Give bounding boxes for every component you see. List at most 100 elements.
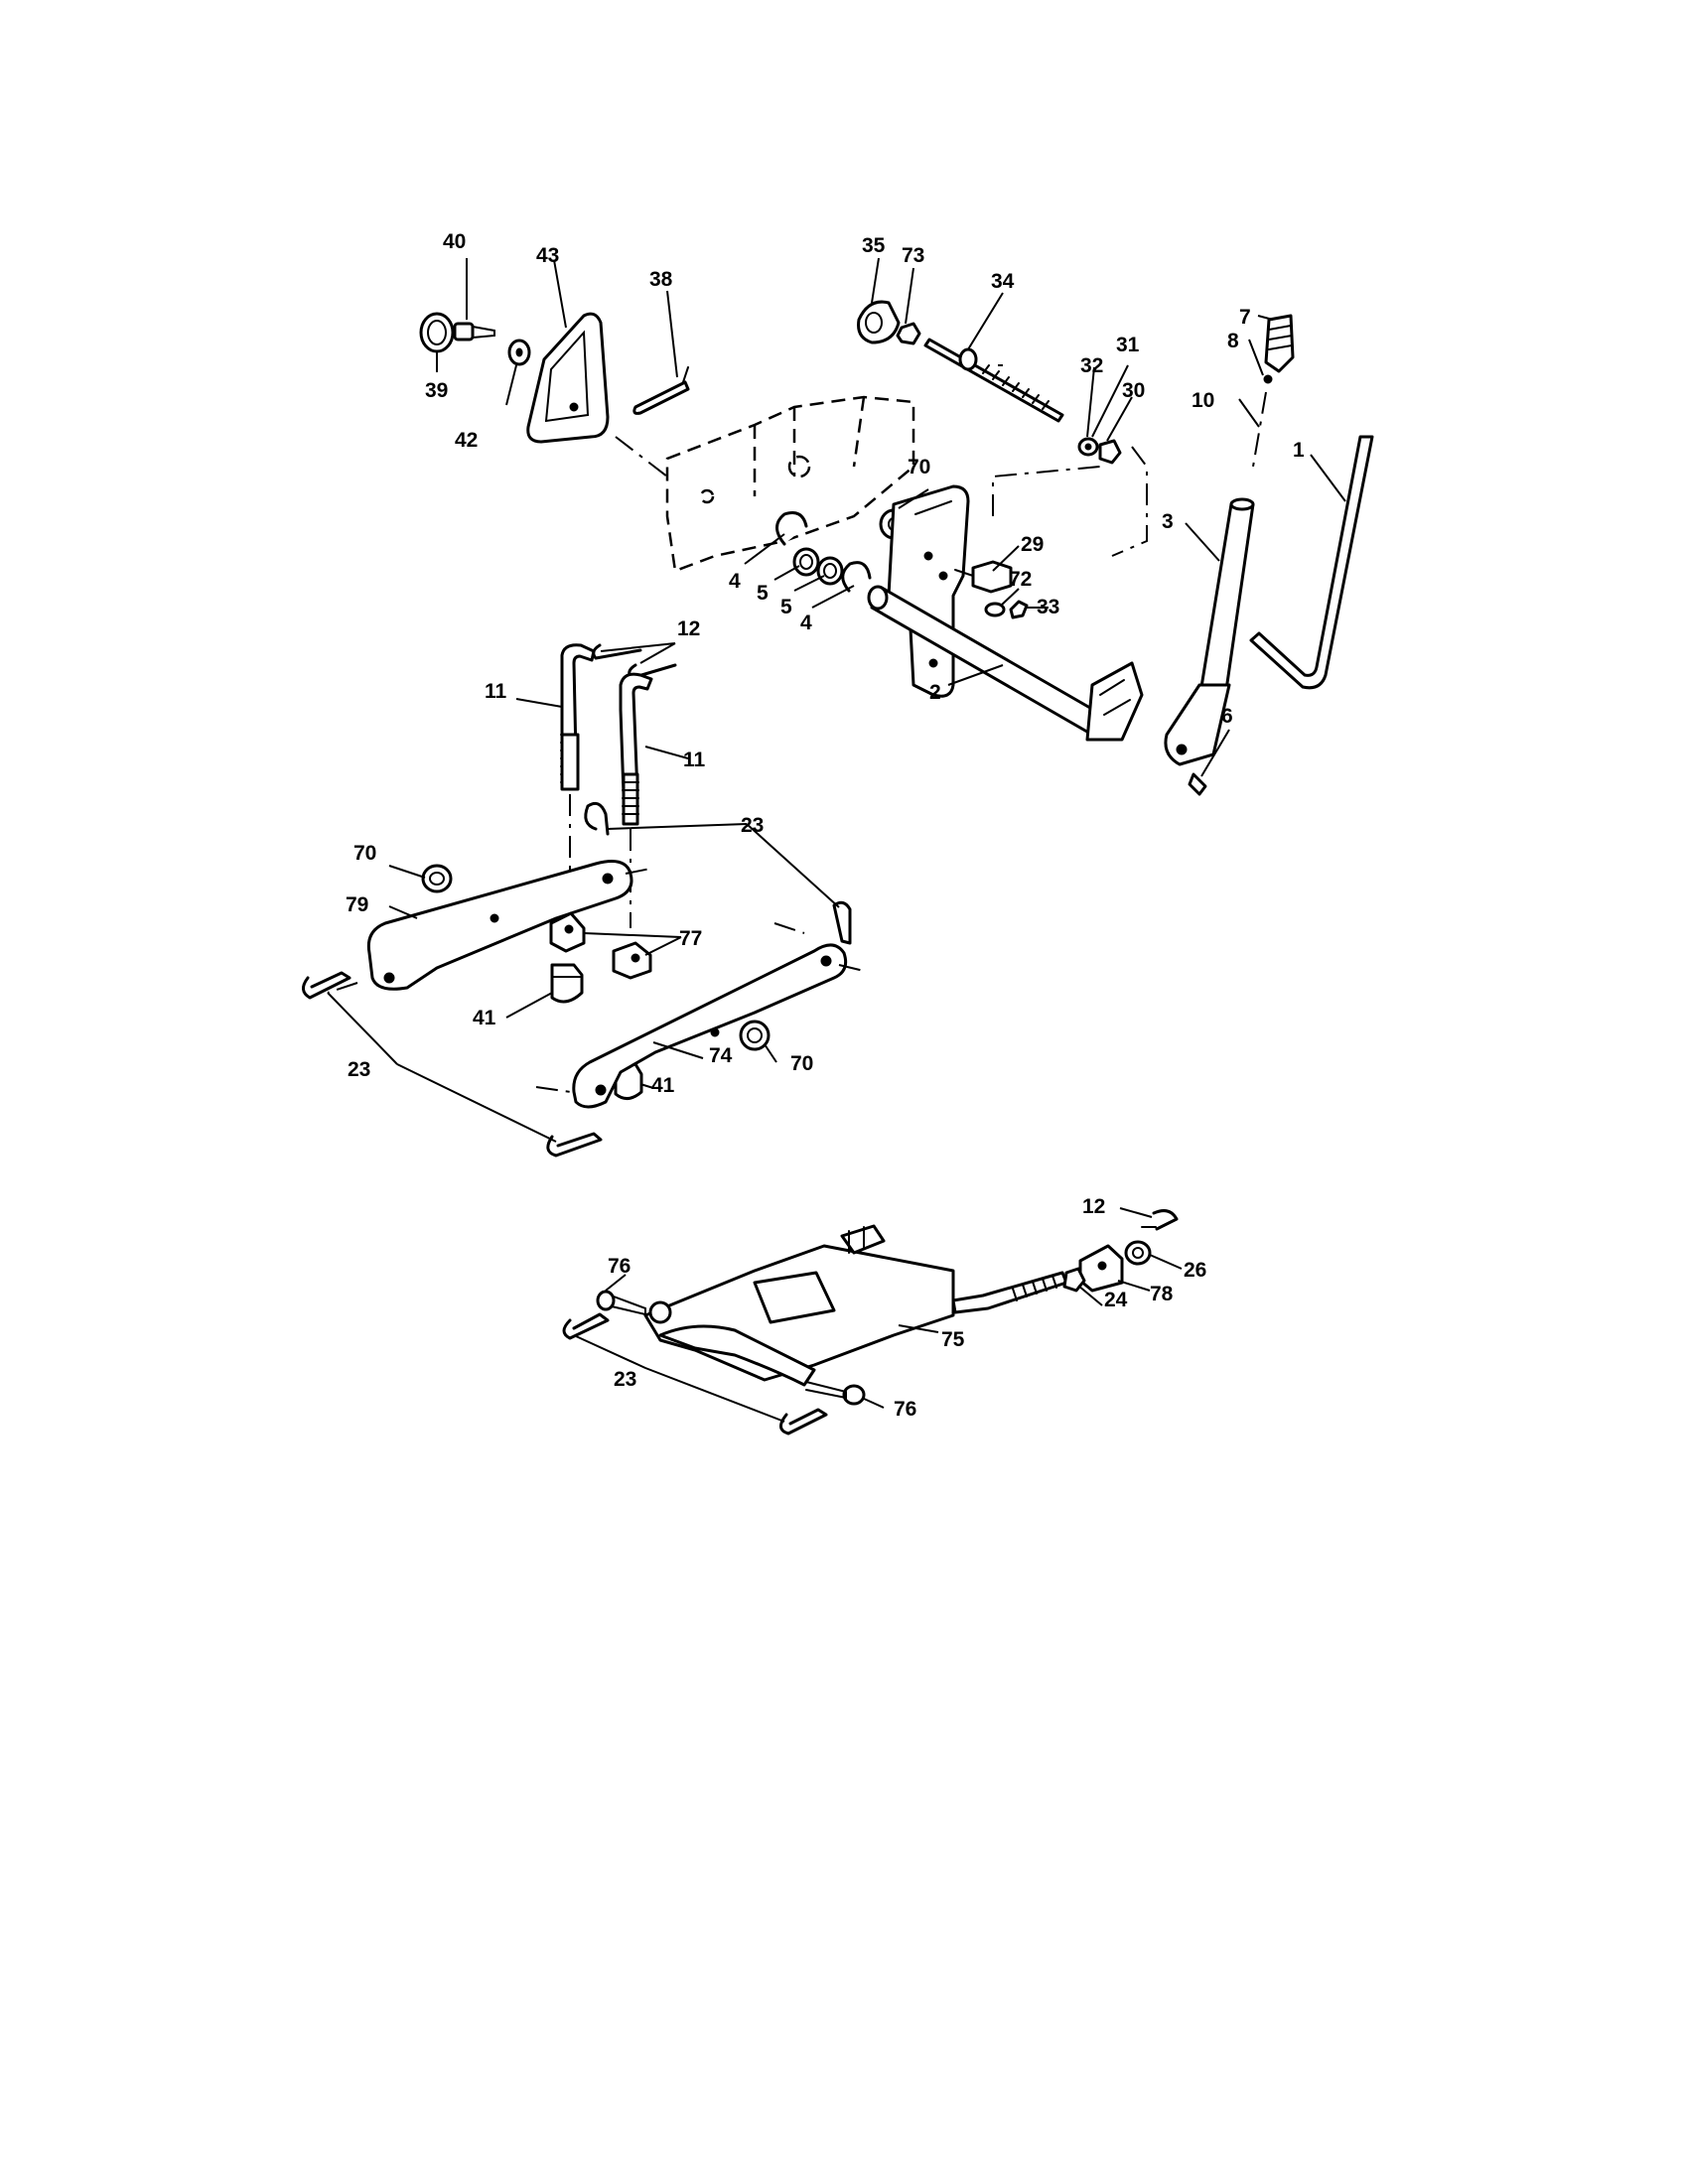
bracket-bushing — [648, 1300, 672, 1324]
callout-38: 38 — [649, 268, 673, 291]
callout-31: 31 — [1116, 334, 1140, 356]
screw-8 — [1263, 374, 1273, 384]
j-bolt-11b — [619, 672, 653, 826]
callout-77: 77 — [679, 927, 702, 950]
callout-41-left: 41 — [473, 1007, 496, 1029]
callout-72: 72 — [1009, 568, 1032, 591]
hair-pin-12b — [1141, 1209, 1179, 1231]
leader-lines — [327, 257, 1346, 1423]
knob-cap-39 — [419, 312, 455, 353]
callout-76-top: 76 — [608, 1255, 631, 1278]
front-bracket-75 — [643, 1244, 955, 1387]
washer-42 — [507, 339, 531, 366]
callout-34: 34 — [991, 270, 1015, 293]
centerline-74 — [535, 922, 865, 1093]
callout-12-bottom: 12 — [1082, 1195, 1105, 1218]
spring-clip-38 — [632, 366, 690, 415]
threaded-rod-34 — [923, 338, 1064, 423]
callout-26: 26 — [1184, 1259, 1206, 1282]
lift-link-74 — [572, 943, 848, 1109]
routing-line-frame — [615, 436, 668, 478]
e-ring-4b — [841, 561, 872, 593]
callout-5-left: 5 — [757, 582, 769, 605]
callout-40: 40 — [443, 230, 466, 253]
callout-3: 3 — [1162, 510, 1174, 533]
hair-pin-23b — [832, 900, 852, 945]
callout-79: 79 — [346, 893, 368, 916]
callout-6: 6 — [1221, 705, 1233, 728]
callout-23-top: 23 — [741, 814, 764, 837]
routing-line-34 — [992, 364, 1148, 557]
washer-5a — [792, 547, 820, 577]
bolt-76a — [596, 1290, 646, 1316]
bolt-29 — [954, 560, 1013, 594]
callout-7: 7 — [1239, 306, 1251, 329]
callout-23-left: 23 — [348, 1058, 370, 1081]
callout-75: 75 — [941, 1328, 965, 1351]
hair-pin-23a — [584, 801, 610, 836]
callout-labels: 40 43 38 39 42 35 73 34 7 8 32 31 30 10 … — [346, 230, 1305, 1421]
routing-line-10 — [1252, 391, 1267, 468]
bushing-70b — [421, 864, 453, 893]
bushing-26 — [1124, 1240, 1152, 1266]
screw-6 — [1188, 772, 1207, 796]
lock-nut-41a — [550, 963, 584, 1004]
callout-41-right: 41 — [651, 1074, 675, 1097]
hair-pin-23e — [562, 1312, 610, 1340]
washer-72 — [984, 602, 1006, 617]
callout-73: 73 — [902, 244, 924, 267]
hair-pin-23d — [546, 1132, 603, 1158]
washer-5b — [816, 556, 844, 586]
lift-shaft-2 — [867, 484, 1144, 742]
j-bolt-11a — [560, 643, 596, 791]
callout-2: 2 — [929, 681, 941, 704]
height-plate-43 — [526, 312, 610, 444]
trunnion-77a — [549, 911, 586, 953]
callout-8: 8 — [1227, 330, 1239, 352]
trunnion-77b — [612, 941, 652, 980]
lift-link-79 — [366, 860, 633, 991]
trunnion-78 — [1078, 1244, 1124, 1293]
hair-pin-23f — [779, 1408, 828, 1435]
callout-11-left: 11 — [485, 680, 507, 703]
centerline-79 — [327, 868, 651, 994]
callout-35: 35 — [862, 234, 886, 257]
callout-70-left: 70 — [353, 842, 376, 865]
bolt-40 — [453, 322, 495, 341]
callout-11-right: 11 — [683, 749, 706, 771]
callout-30: 30 — [1122, 379, 1145, 402]
callout-4-left: 4 — [729, 570, 741, 593]
callout-12-top: 12 — [677, 617, 700, 640]
callout-42: 42 — [455, 429, 478, 452]
frame-outline — [665, 395, 915, 573]
callout-29: 29 — [1021, 533, 1044, 556]
callout-10: 10 — [1192, 389, 1214, 412]
callout-74: 74 — [709, 1044, 733, 1067]
callout-23-bottom: 23 — [614, 1368, 636, 1391]
nut-30 — [1098, 439, 1122, 465]
callout-24: 24 — [1104, 1289, 1128, 1311]
bracket-stud — [840, 1224, 886, 1255]
lift-lever-3 — [1164, 497, 1255, 766]
callout-1: 1 — [1293, 439, 1305, 462]
callout-32: 32 — [1080, 354, 1103, 377]
washer-31 — [1077, 437, 1099, 457]
callout-5-right: 5 — [780, 596, 792, 618]
callout-43: 43 — [536, 244, 559, 267]
callout-33: 33 — [1037, 596, 1059, 618]
screw-33 — [1009, 600, 1040, 619]
callout-70-right: 70 — [790, 1052, 813, 1075]
bushing-70c — [739, 1020, 771, 1051]
e-ring-4a — [775, 511, 808, 546]
callout-70-top: 70 — [908, 456, 930, 478]
bolt-76b — [805, 1381, 866, 1406]
callout-76-bottom: 76 — [894, 1398, 916, 1421]
nut-73 — [896, 322, 921, 345]
nut-24 — [1062, 1267, 1086, 1293]
rod-1 — [1249, 435, 1374, 690]
hair-pin-23c — [302, 971, 351, 1000]
callout-39: 39 — [425, 379, 448, 402]
knob-35 — [857, 300, 901, 344]
callout-78: 78 — [1150, 1283, 1174, 1305]
